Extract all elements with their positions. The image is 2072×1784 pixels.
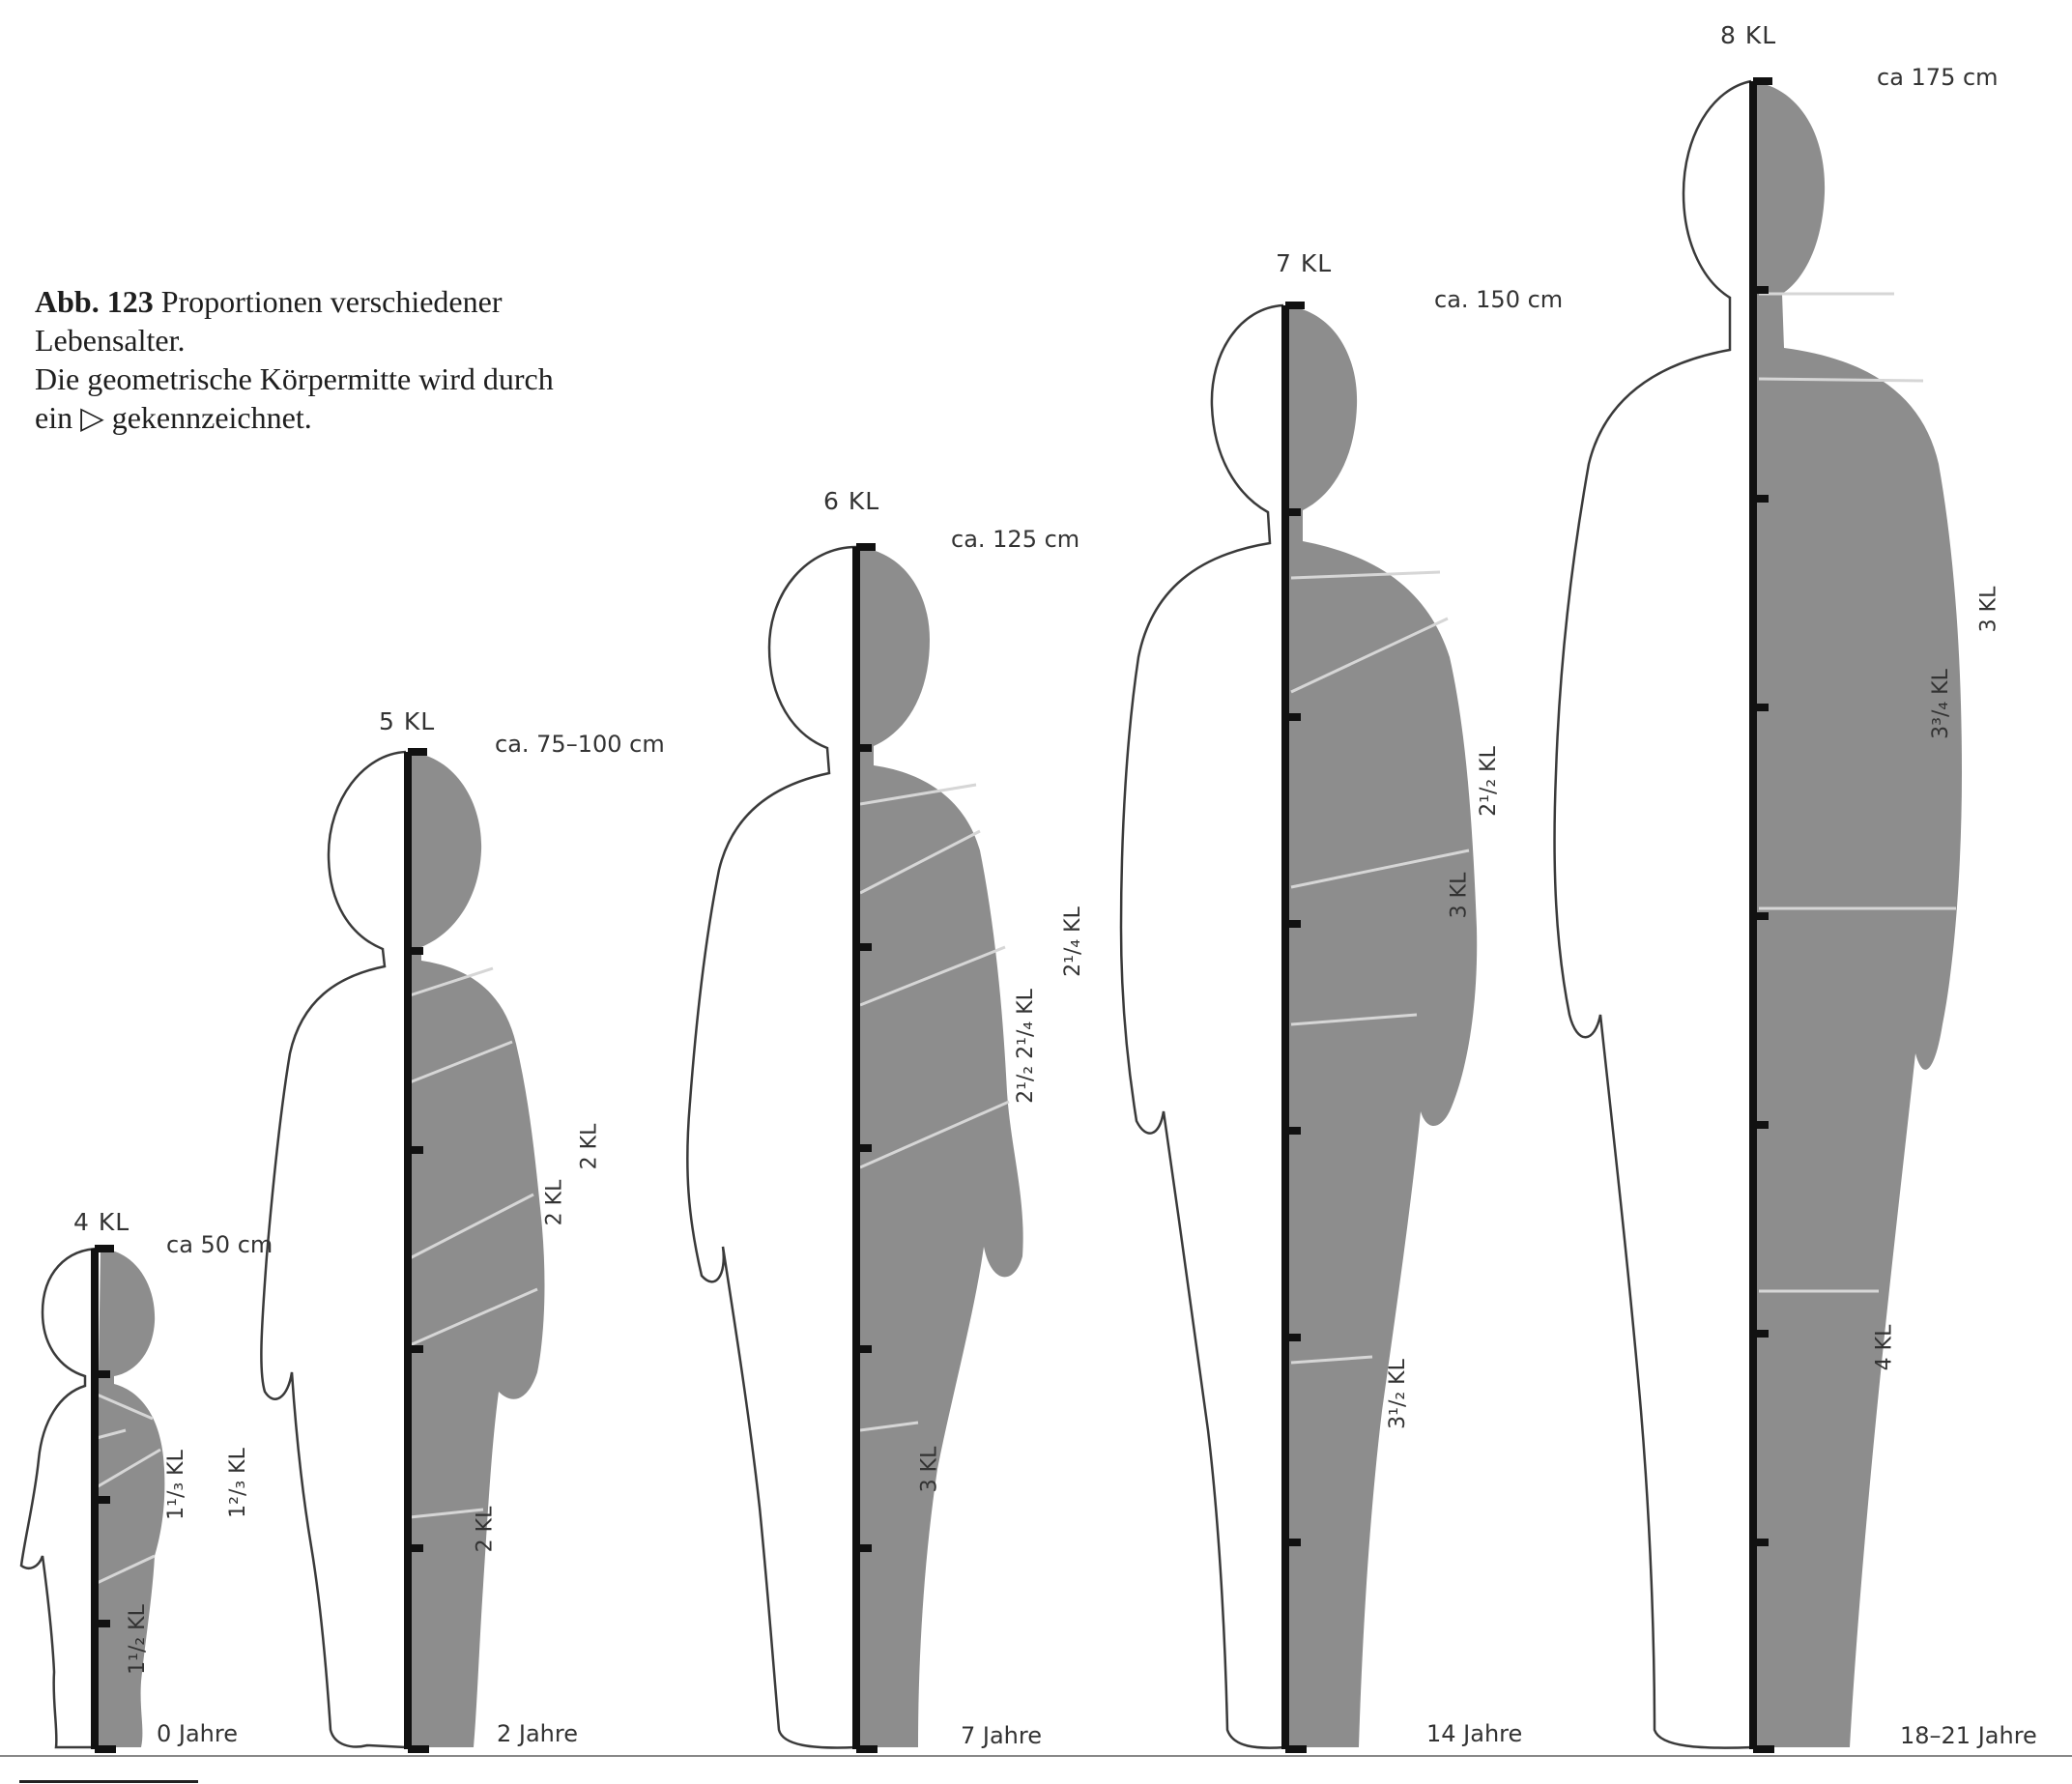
- newborn-head-count: 4 KL: [73, 1208, 130, 1236]
- adult-height: ca 175 cm: [1877, 64, 1999, 91]
- adolescent-figure: [1121, 305, 1477, 1749]
- adolescent-head-count: 7 KL: [1276, 249, 1332, 277]
- adolescent-segment-leg: 3¹/₂ KL: [1386, 1359, 1410, 1429]
- adolescent-height: ca. 150 cm: [1434, 286, 1563, 313]
- child-height: ca. 125 cm: [951, 526, 1079, 553]
- child-age: 7 Jahre: [961, 1722, 1042, 1749]
- child-outline: [687, 547, 856, 1747]
- adolescent-scale-bar: [1281, 305, 1289, 1749]
- toddler-height: ca. 75–100 cm: [495, 731, 665, 758]
- adult-segment-arm: 3 KL: [1976, 587, 2000, 633]
- adult-segment-leg: 4 KL: [1872, 1325, 1896, 1371]
- child-segment-leg: 3 KL: [917, 1447, 941, 1493]
- footnote-rule: [19, 1780, 198, 1783]
- adult-figure: [1555, 81, 1962, 1749]
- adult-segment-trunk: 3³/₄ KL: [1929, 669, 1953, 739]
- toddler-segment-trunk: 2 KL: [542, 1180, 566, 1226]
- adolescent-segment-trunk: 3 KL: [1447, 873, 1471, 919]
- adolescent-shaded-half: [1283, 305, 1477, 1747]
- adolescent-outline: [1121, 305, 1285, 1748]
- toddler-scale-bar: [404, 752, 412, 1749]
- ground-line: [0, 1755, 2072, 1757]
- adolescent-segment-arm: 2¹/₂ KL: [1477, 746, 1501, 817]
- newborn-age: 0 Jahre: [157, 1720, 238, 1747]
- toddler-outline: [261, 752, 406, 1747]
- newborn-segment-mid: 1¹/₃ KL: [164, 1450, 188, 1520]
- child-figure: [687, 547, 1022, 1749]
- newborn-outline: [21, 1249, 101, 1747]
- child-head-count: 6 KL: [823, 487, 879, 515]
- adult-shaded-half: [1751, 81, 1962, 1747]
- child-shaded-half: [856, 547, 1023, 1747]
- child-segment-arm: 2¹/₄ KL: [1061, 906, 1085, 977]
- toddler-head-count: 5 KL: [379, 707, 435, 735]
- child-segment-trunk: 2¹/₂ 2¹/₄ KL: [1014, 989, 1038, 1104]
- adult-outline: [1555, 81, 1753, 1748]
- adult-age: 18–21 Jahre: [1900, 1722, 2037, 1749]
- newborn-segment-arm: 1²/₃ KL: [226, 1448, 250, 1518]
- toddler-figure: [261, 752, 544, 1749]
- toddler-age: 2 Jahre: [497, 1720, 578, 1747]
- adolescent-age: 14 Jahre: [1426, 1720, 1522, 1747]
- newborn-height: ca 50 cm: [166, 1231, 273, 1258]
- toddler-segment-leg: 2 KL: [473, 1507, 497, 1553]
- adult-head-count: 8 KL: [1720, 21, 1776, 49]
- toddler-segment-arm: 2 KL: [577, 1124, 601, 1170]
- newborn-segment-lower: 1¹/₂ KL: [126, 1604, 150, 1675]
